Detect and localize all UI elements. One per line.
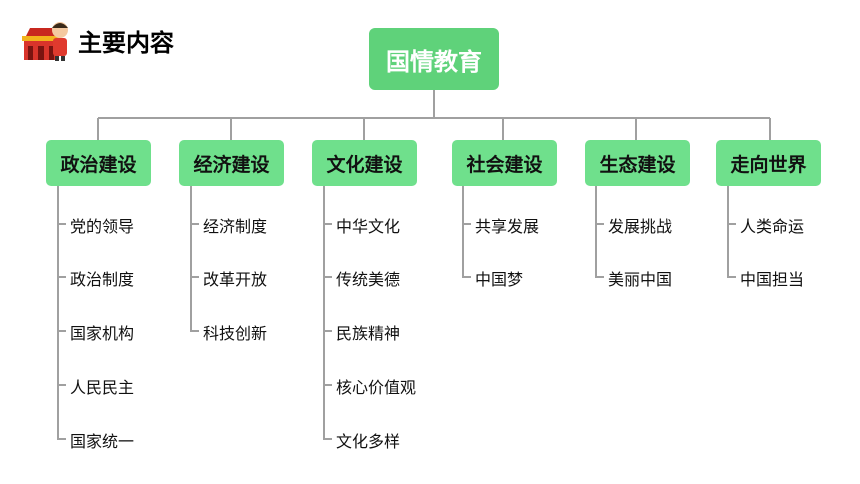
- branch-ecology: 生态建设: [585, 140, 690, 186]
- leaf-item: 人类命运: [740, 217, 805, 236]
- branch-economy: 经济建设: [179, 140, 284, 186]
- leaf-item: 中国担当: [740, 270, 805, 289]
- leaf-item: 改革开放: [203, 270, 268, 289]
- leaf-item: 美丽中国: [608, 270, 673, 289]
- leaf-item: 党的领导: [70, 217, 135, 236]
- leaf-item: 文化多样: [336, 432, 401, 451]
- leaf-item: 民族精神: [336, 324, 401, 343]
- leaf-item: 中华文化: [336, 217, 401, 236]
- leaf-item: 发展挑战: [608, 217, 673, 236]
- leaf-item: 核心价值观: [336, 378, 417, 397]
- header: 主要内容: [22, 18, 174, 62]
- leaf-item: 共享发展: [475, 217, 540, 236]
- branch-culture: 文化建设: [312, 140, 417, 186]
- leaf-item: 中国梦: [475, 270, 524, 289]
- branch-society: 社会建设: [452, 140, 557, 186]
- tiananmen-mascot-icon: [22, 18, 72, 62]
- branch-world: 走向世界: [716, 140, 821, 186]
- leaf-item: 人民民主: [70, 378, 135, 397]
- leaf-item: 科技创新: [203, 324, 268, 343]
- leaf-item: 国家统一: [70, 432, 135, 451]
- leaf-item: 经济制度: [203, 217, 268, 236]
- leaf-item: 传统美德: [336, 270, 401, 289]
- branch-politics: 政治建设: [46, 140, 151, 186]
- root-node: 国情教育: [369, 28, 499, 90]
- page-title: 主要内容: [78, 28, 174, 57]
- leaf-item: 国家机构: [70, 324, 135, 343]
- leaf-item: 政治制度: [70, 270, 135, 289]
